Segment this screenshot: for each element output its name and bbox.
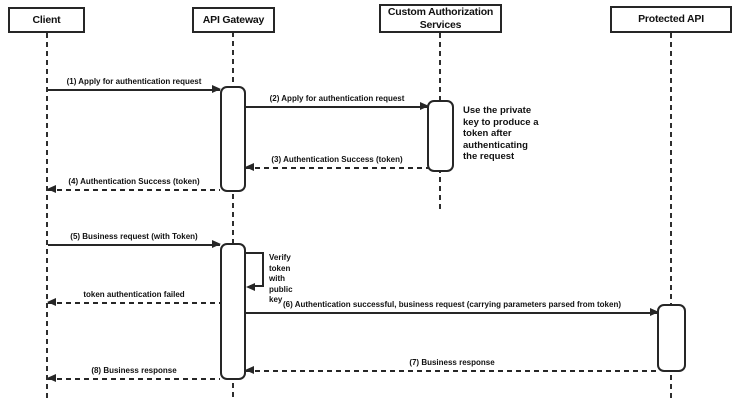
message-5-label: (5) Business request (with Token) xyxy=(70,232,198,241)
participant-api-gateway: API Gateway xyxy=(192,7,275,33)
message-2-line xyxy=(246,106,428,108)
arrowhead-left-icon xyxy=(47,298,56,306)
message-1-line xyxy=(48,89,220,91)
arrowhead-right-icon xyxy=(420,102,429,110)
message-4-label: (4) Authentication Success (token) xyxy=(68,177,200,186)
activation-api-gateway-2 xyxy=(220,243,246,380)
lifeline-api-gateway xyxy=(232,32,234,398)
message-token-auth-failed-label: token authentication failed xyxy=(83,290,185,299)
arrowhead-left-icon xyxy=(245,163,254,171)
message-3-line xyxy=(246,167,428,169)
lifeline-client xyxy=(46,33,48,398)
lifeline-protected-api xyxy=(670,33,672,398)
message-5-line xyxy=(48,244,220,246)
arrowhead-left-icon xyxy=(246,283,255,291)
participant-protected-api: Protected API xyxy=(610,6,732,33)
message-token-auth-failed-line xyxy=(48,302,220,304)
arrowhead-left-icon xyxy=(47,185,56,193)
participant-custom-authorization-services: Custom Authorization Services xyxy=(379,4,502,33)
participant-protected-api-label: Protected API xyxy=(638,13,704,26)
self-message-verify-token: Verify token with public key xyxy=(245,252,293,304)
self-message-line xyxy=(250,285,264,287)
message-8-line xyxy=(48,378,220,380)
note-private-key: Use the private key to produce a token a… xyxy=(463,105,539,163)
message-4-line xyxy=(48,189,220,191)
participant-api-gateway-label: API Gateway xyxy=(202,13,265,26)
arrowhead-right-icon xyxy=(212,240,221,248)
self-message-label: Verify token with public key xyxy=(269,253,293,304)
participant-custom-authorization-services-label: Custom Authorization Services xyxy=(387,6,494,31)
message-6-line xyxy=(246,312,658,314)
participant-client-label: Client xyxy=(32,13,61,26)
message-3-label: (3) Authentication Success (token) xyxy=(271,155,403,164)
participant-client: Client xyxy=(8,7,85,33)
activation-custom-authorization-services xyxy=(427,100,454,172)
message-7-line xyxy=(246,370,658,372)
arrowhead-right-icon xyxy=(650,308,659,316)
arrowhead-right-icon xyxy=(212,85,221,93)
activation-api-gateway-1 xyxy=(220,86,246,192)
message-6-label: (6) Authentication successful, business … xyxy=(282,300,622,309)
self-message-line xyxy=(245,252,264,254)
activation-protected-api xyxy=(657,304,686,372)
arrowhead-left-icon xyxy=(245,366,254,374)
arrowhead-left-icon xyxy=(47,374,56,382)
message-1-label: (1) Apply for authentication request xyxy=(66,77,202,86)
message-7-label: (7) Business response xyxy=(409,358,495,367)
message-8-label: (8) Business response xyxy=(91,366,177,375)
message-2-label: (2) Apply for authentication request xyxy=(269,94,405,103)
self-message-line xyxy=(262,252,264,287)
